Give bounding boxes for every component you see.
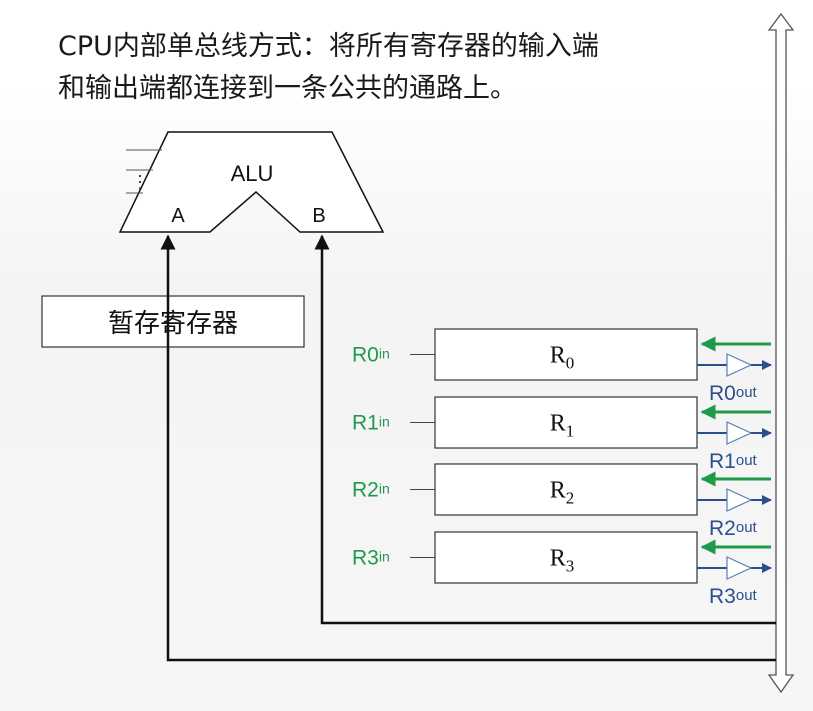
register-label: R1 (550, 411, 575, 441)
register-in-signal-label: R1in (352, 412, 390, 435)
title-line-1: CPU内部单总线方式：将所有寄存器的输入端 (58, 31, 599, 62)
alu-control-dots: ⋮ (131, 172, 149, 192)
tri-state-buffer-icon (726, 353, 753, 377)
alu: ALU A B (118, 131, 385, 233)
register-in-signal-label: R3in (352, 547, 390, 570)
tri-state-buffer-icon (726, 421, 753, 445)
alu-input-b-label: B (312, 205, 325, 227)
internal-bus (767, 12, 795, 694)
register-label: R3 (550, 546, 575, 576)
register-out-signal-label: R2out (709, 517, 758, 540)
title: CPU内部单总线方式：将所有寄存器的输入端 和输出端都连接到一条公共的通路上。 (58, 26, 738, 110)
temp-register: 暂存寄存器 (41, 295, 305, 348)
register-out-signal-label: R0out (709, 382, 758, 405)
register-out-signal-label: R1out (709, 450, 758, 473)
title-line-2: 和输出端都连接到一条公共的通路上。 (58, 73, 517, 104)
bus-to-alu-a (160, 234, 776, 662)
register-in-signal-label: R0in (352, 344, 390, 367)
alu-label: ALU (231, 161, 274, 186)
register-in-signal-label: R2in (352, 479, 390, 502)
register-out-signal-label: R3out (709, 585, 758, 608)
tri-state-buffer-icon (726, 556, 753, 580)
tri-state-buffer-icon (726, 488, 753, 512)
temp-register-label: 暂存寄存器 (108, 309, 238, 339)
bus-to-alu-b (314, 234, 776, 625)
register-box (434, 531, 698, 584)
general-registers: R0R0inR0outR1R1inR1outR2R2inR2outR3R3inR… (352, 328, 772, 608)
register-label: R0 (550, 343, 575, 373)
alu-control-lines: ⋮ (126, 149, 162, 194)
register-label: R2 (550, 478, 575, 508)
alu-input-a-label: A (171, 205, 185, 227)
